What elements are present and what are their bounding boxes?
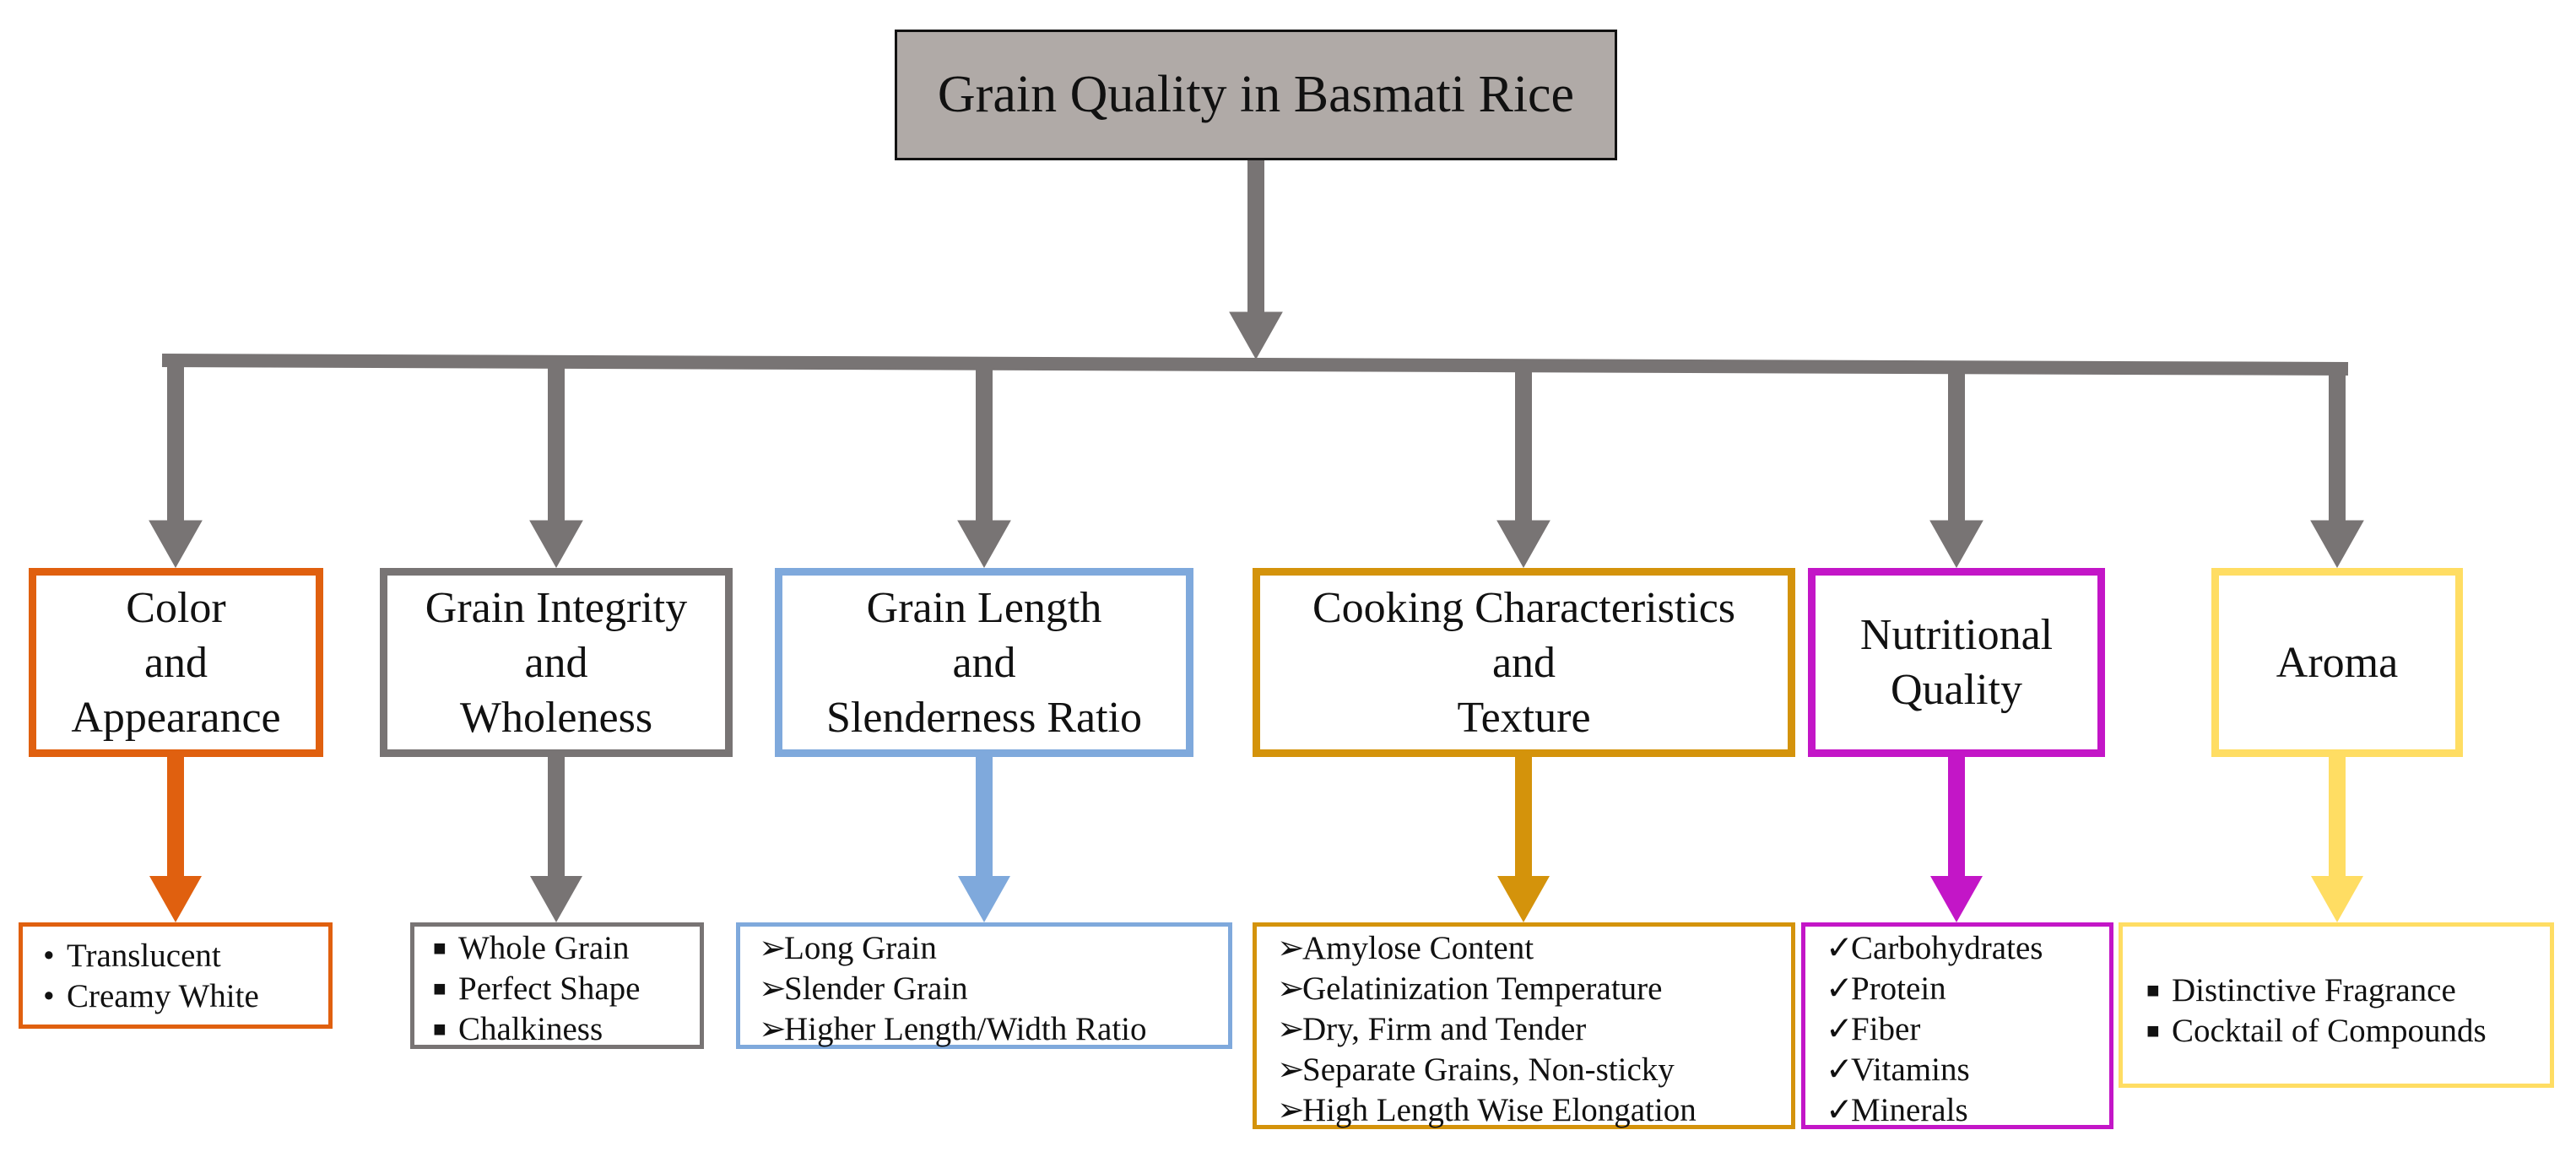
detail-item: Translucent <box>43 936 259 976</box>
details-grain-length: Long Grain Slender Grain Higher Length/W… <box>736 922 1232 1049</box>
root-title-box: Grain Quality in Basmati Rice <box>895 30 1617 160</box>
category-grain-integrity: Grain Integrity and Wholeness <box>380 568 733 757</box>
bullet-arrow-icon <box>1277 928 1302 969</box>
category-cooking-characteristics: Cooking Characteristics and Texture <box>1253 568 1795 757</box>
category-line: Quality <box>1891 666 2022 714</box>
category-line: and <box>1491 638 1556 687</box>
bullet-arrow-icon <box>1277 1090 1302 1131</box>
category-line: Appearance <box>71 693 281 742</box>
bullet-square-icon <box>433 1009 458 1050</box>
branch-arrow-head <box>529 520 583 569</box>
detail-item: High Length Wise Elongation <box>1277 1090 1697 1131</box>
bullet-arrow-icon <box>1277 1050 1302 1090</box>
category-line: Color <box>126 583 226 632</box>
details-nutritional-quality: Carbohydrates Protein Fiber Vitamins Min… <box>1801 922 2113 1129</box>
details-grain-integrity: Whole Grain Perfect Shape Chalkiness <box>410 922 704 1049</box>
detail-item: Separate Grains, Non-sticky <box>1277 1050 1697 1090</box>
bullet-check-icon <box>1826 928 1851 969</box>
detail-item: Minerals <box>1826 1090 2043 1131</box>
branch-arrow-head <box>957 520 1011 569</box>
trunk-arrow-head <box>1229 311 1283 360</box>
category-line: Grain Integrity <box>425 583 688 632</box>
category-line: and <box>143 638 208 687</box>
category-line: Aroma <box>2276 638 2399 687</box>
category-line: Nutritional <box>1859 611 2054 659</box>
detail-arrow-head <box>1930 876 1983 922</box>
detail-item: Long Grain <box>759 928 1147 969</box>
bullet-square-icon <box>2146 1011 2172 1052</box>
category-line: Wholeness <box>459 693 653 742</box>
bullet-arrow-icon <box>759 928 784 969</box>
bullet-arrow-icon <box>759 1009 784 1050</box>
bullet-dot-icon <box>43 976 67 1017</box>
category-line: and <box>524 638 588 687</box>
detail-item: Amylose Content <box>1277 928 1697 969</box>
bullet-square-icon <box>2146 970 2172 1011</box>
category-line: Slenderness Ratio <box>825 693 1143 742</box>
detail-arrow-head <box>530 876 582 922</box>
category-color-appearance: Color and Appearance <box>29 568 323 757</box>
detail-item: Carbohydrates <box>1826 928 2043 969</box>
detail-arrow-head <box>2311 876 2363 922</box>
detail-item: Creamy White <box>43 976 259 1017</box>
bullet-square-icon <box>433 969 458 1009</box>
detail-item: Vitamins <box>1826 1050 2043 1090</box>
branch-bar <box>161 354 2349 376</box>
details-cooking-characteristics: Amylose Content Gelatinization Temperatu… <box>1253 922 1795 1129</box>
branch-arrow-head <box>1496 520 1550 569</box>
detail-item: Dry, Firm and Tender <box>1277 1009 1697 1050</box>
category-nutritional-quality: Nutritional Quality <box>1808 568 2105 757</box>
branch-arrow-head <box>149 520 203 569</box>
bullet-check-icon <box>1826 1090 1851 1131</box>
detail-arrow-head <box>958 876 1010 922</box>
detail-item: Cocktail of Compounds <box>2146 1011 2487 1052</box>
detail-item: Whole Grain <box>433 928 641 969</box>
category-line: Cooking Characteristics <box>1312 583 1736 632</box>
detail-item: Gelatinization Temperature <box>1277 969 1697 1009</box>
category-line: Texture <box>1457 693 1591 742</box>
detail-item: Chalkiness <box>433 1009 641 1050</box>
bullet-arrow-icon <box>1277 969 1302 1009</box>
bullet-arrow-icon <box>759 969 784 1009</box>
category-aroma: Aroma <box>2211 568 2463 757</box>
detail-item: Perfect Shape <box>433 969 641 1009</box>
bullet-check-icon <box>1826 969 1851 1009</box>
detail-item: Fiber <box>1826 1009 2043 1050</box>
bullet-check-icon <box>1826 1050 1851 1090</box>
detail-arrow-head <box>149 876 202 922</box>
detail-item: Slender Grain <box>759 969 1147 1009</box>
detail-arrow-head <box>1497 876 1550 922</box>
bullet-square-icon <box>433 928 458 969</box>
branch-arrow-head <box>1929 520 1983 569</box>
details-color-appearance: Translucent Creamy White <box>19 922 333 1029</box>
branch-arrow-head <box>2310 520 2364 569</box>
bullet-arrow-icon <box>1277 1009 1302 1050</box>
category-grain-length: Grain Length and Slenderness Ratio <box>775 568 1193 757</box>
details-aroma: Distinctive Fragrance Cocktail of Compou… <box>2119 922 2554 1088</box>
root-title: Grain Quality in Basmati Rice <box>937 66 1575 123</box>
category-line: and <box>952 638 1016 687</box>
bullet-check-icon <box>1826 1009 1851 1050</box>
detail-item: Protein <box>1826 969 2043 1009</box>
detail-item: Higher Length/Width Ratio <box>759 1009 1147 1050</box>
bullet-dot-icon <box>43 936 67 976</box>
detail-item: Distinctive Fragrance <box>2146 970 2487 1011</box>
category-line: Grain Length <box>866 583 1102 632</box>
